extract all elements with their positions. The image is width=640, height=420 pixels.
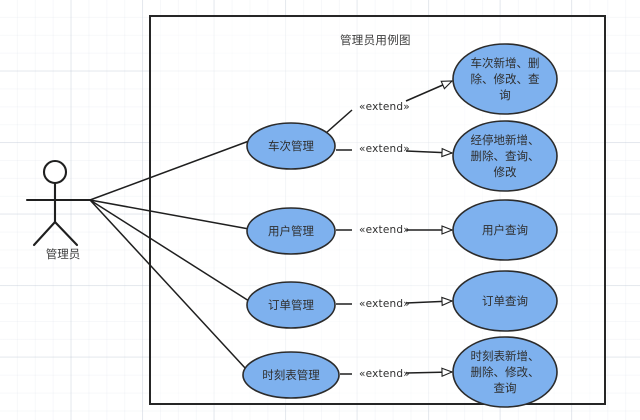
use-case-ellipse-order-query[interactable] <box>452 270 558 332</box>
assoc-line-schedule <box>89 199 247 370</box>
use-case-ellipse-schedule-crud[interactable] <box>452 336 558 408</box>
extend-line-order-query-b <box>405 301 452 303</box>
use-case-ellipse-user-query[interactable] <box>452 199 558 261</box>
extend-stereotype-label-user-query: «extend» <box>359 224 410 236</box>
use-case-ellipse-stop-crud[interactable] <box>452 120 558 192</box>
assoc-line-user <box>89 199 250 230</box>
assoc-line-order <box>89 199 250 302</box>
extend-stereotype-label-schedule-crud: «extend» <box>359 368 410 380</box>
assoc-line-train <box>89 140 250 201</box>
extend-line-train-crud <box>325 109 353 134</box>
extended-use-case-ellipses <box>452 43 558 408</box>
extend-line-train-crud-b <box>405 80 452 102</box>
use-case-ellipse-train-crud[interactable] <box>452 43 558 115</box>
extend-line-sched-crud-b <box>405 372 452 373</box>
extend-stereotype-label-order-query: «extend» <box>359 298 410 310</box>
use-case-ellipses <box>242 122 340 399</box>
stick-figure-actor-icon <box>25 159 92 247</box>
extend-relation-lines <box>325 80 452 374</box>
extend-stereotype-label-stop-crud: «extend» <box>359 143 410 155</box>
use-case-ellipse-schedule-mgmt[interactable] <box>242 351 340 399</box>
use-case-ellipse-train-mgmt[interactable] <box>246 122 336 170</box>
actor-label: 管理员 <box>45 247 81 261</box>
use-case-ellipse-order-mgmt[interactable] <box>246 281 336 329</box>
diagram-title: 管理员用例图 <box>340 33 411 47</box>
extend-line-stop-crud-b <box>405 151 452 153</box>
actor-association-lines <box>89 140 250 370</box>
extend-stereotype-label-train-crud: «extend» <box>359 101 410 113</box>
use-case-ellipse-user-mgmt[interactable] <box>246 207 336 255</box>
